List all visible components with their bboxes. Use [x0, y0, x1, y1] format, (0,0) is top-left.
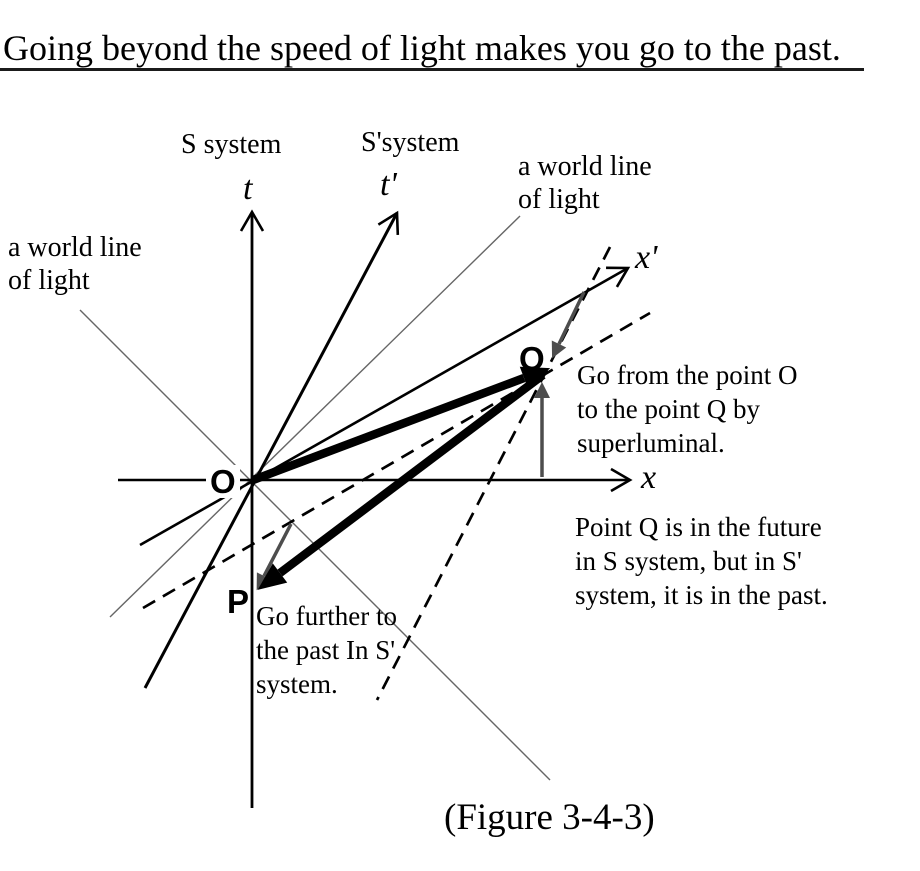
o-to-q-arrow: [251, 366, 551, 484]
annotation-q-relativity: Point Q is in the future in S system, bu…: [575, 512, 828, 610]
annotation-superluminal: Go from the point O to the point Q by su…: [577, 360, 798, 458]
x-prime-axis-label: x': [635, 239, 658, 276]
x-prime-parallel-dashed-line: [142, 311, 651, 610]
point-q-label: Q: [519, 340, 545, 377]
s-system-label: S system: [181, 129, 282, 160]
x-prime-axis: [139, 266, 631, 547]
origin-label: O: [206, 465, 240, 498]
world-line-label-right: a world line of light: [518, 151, 652, 216]
figure-title: Going beyond the speed of light makes yo…: [3, 28, 841, 68]
x-axis-label: x: [641, 459, 657, 496]
title-underline: [0, 68, 864, 71]
s-prime-system-label: S'system: [361, 127, 460, 158]
light-world-line-right: [109, 215, 521, 618]
t-prime-parallel-dashed-line: [375, 246, 612, 701]
q-to-p-arrow: [257, 371, 546, 590]
q-past-in-s-prime-arrow: [551, 291, 586, 359]
annotation-p-further-past: Go further to the past In S' system.: [256, 601, 397, 699]
t-prime-axis-label: t': [380, 166, 397, 203]
figure-caption: (Figure 3-4-3): [444, 797, 655, 838]
t-axis-label: t: [243, 170, 253, 207]
point-p-label: P: [227, 583, 250, 620]
t-prime-axis: [143, 210, 400, 689]
world-line-label-left: a world line of light: [8, 232, 142, 297]
